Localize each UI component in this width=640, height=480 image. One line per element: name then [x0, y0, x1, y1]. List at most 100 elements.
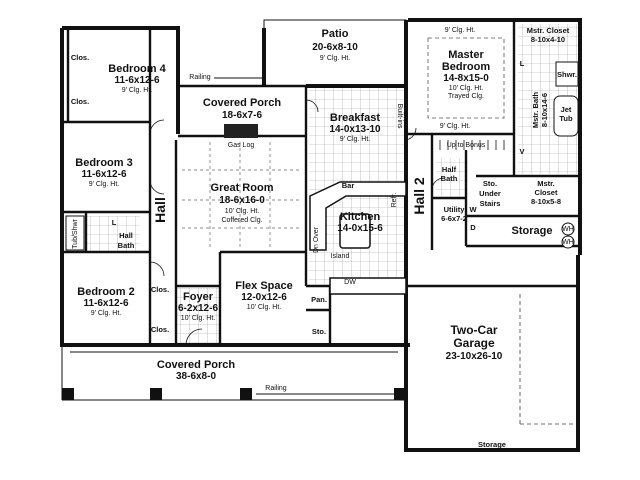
garage-storage-name: Storage: [478, 440, 506, 449]
master-closet-name2: Closet: [535, 188, 558, 197]
dryer-label: D: [470, 223, 476, 232]
coffered-ceiling: [182, 142, 302, 248]
porch-outline: [61, 345, 406, 401]
patio-outline: [263, 19, 407, 87]
island-label: Island: [331, 253, 350, 260]
wh-label-1: WH: [562, 226, 574, 233]
utility-dim: 6-6x7-2: [441, 214, 467, 223]
great-room-dim: 18-6x16-0: [219, 195, 265, 206]
master-note: 10' Clg. Ht.: [449, 85, 483, 92]
bedroom2-name: Bedroom 2: [77, 286, 134, 298]
sto-label: Sto.: [312, 327, 326, 336]
front-porch: [62, 388, 406, 400]
flex-dim: 12-0x12-6: [241, 292, 287, 303]
interior-walls: [62, 20, 580, 345]
utility-name: Utility: [444, 205, 466, 214]
foyer-note: 10' Clg. Ht.: [181, 315, 215, 322]
refr-label: Refr.: [391, 193, 398, 208]
bedroom2-note: 9' Clg. Ht.: [91, 310, 122, 317]
dw-label: DW: [344, 279, 356, 286]
storage-right-name: Storage: [512, 225, 553, 237]
bar-label: Bar: [342, 181, 355, 190]
kitchen-name: Kitchen: [340, 211, 381, 223]
patio-name: Patio: [322, 28, 349, 40]
gas-log-label: Gas Log: [228, 142, 255, 149]
master-note2: Trayed Clg.: [448, 93, 484, 100]
garage-name: Two-Car: [450, 323, 497, 337]
up-to-bonus-label: Up to Bonus: [447, 142, 486, 149]
lav-label-1: L: [520, 59, 525, 68]
sto-under-stairs-2: Under: [479, 189, 501, 198]
breakfast-name: Breakfast: [330, 112, 380, 124]
clos-label-4: Clos.: [151, 325, 169, 334]
half-bath-name2: Bath: [441, 174, 458, 183]
fireplace: [224, 124, 258, 138]
great-room-name: Great Room: [211, 182, 274, 194]
wh-label-2: WH: [562, 239, 574, 246]
rear-porch-name: Covered Porch: [203, 97, 282, 109]
bedroom3-name: Bedroom 3: [75, 157, 132, 169]
door-swings: [149, 99, 445, 346]
bedroom4-name: Bedroom 4: [108, 63, 166, 75]
master-name: Master: [448, 49, 484, 61]
railing-rear-label: Railing: [189, 74, 211, 81]
master-bottom-clg: 9' Clg. Ht.: [440, 123, 471, 130]
patio-note: 9' Clg. Ht.: [320, 55, 351, 62]
clos-label-3: Clos.: [151, 285, 169, 294]
front-porch-name: Covered Porch: [157, 359, 236, 371]
hall-bath-tile: [86, 216, 140, 252]
jet-tub-label2: Tub: [559, 114, 573, 123]
master-closet-dim: 8-10x5-8: [531, 197, 561, 206]
shower-label: Shwr.: [557, 70, 577, 79]
master-dim: 14-8x15-0: [443, 73, 489, 84]
garage-dim: 23-10x26-10: [446, 351, 503, 362]
bedroom4-note: 9' Clg. Ht.: [122, 87, 153, 94]
breakfast-dim: 14-0x13-10: [329, 124, 381, 135]
master-top-clg: 9' Clg. Ht.: [445, 27, 476, 34]
rear-porch-dim: 18-6x7-6: [222, 110, 262, 121]
hall-tub: [65, 215, 85, 251]
water-heater-2: [561, 235, 575, 249]
railing-front-label: Railing: [265, 385, 287, 392]
bedroom3-dim: 11-6x12-6: [81, 169, 126, 180]
garage-dashes: [519, 294, 575, 425]
bedroom2-dim: 11-6x12-6: [83, 298, 128, 309]
kitchen-dim: 14-0x15-6: [337, 223, 383, 234]
flex-note: 10' Clg. Ht.: [247, 304, 281, 311]
builtins-label: Built-ins: [396, 104, 403, 129]
washer-label: W: [469, 205, 477, 214]
breakfast-note: 9' Clg. Ht.: [340, 136, 371, 143]
flex-name: Flex Space: [235, 280, 292, 292]
master-bath-dim: 8-10x14-6: [540, 93, 549, 127]
bedroom4-dim: 11-6x12-6: [114, 75, 159, 86]
jet-tub-label: Jet: [561, 105, 572, 114]
clos-label-1: Clos.: [71, 53, 89, 62]
foyer-dim: 6-2x12-6: [178, 303, 218, 314]
master-closet-top-name: Mstr. Closet: [527, 26, 570, 35]
sto-under-stairs-1: Sto.: [483, 179, 497, 188]
hall-bath-name: Hall: [119, 231, 133, 240]
hall-left-label: Hall: [152, 197, 168, 223]
sto-under-stairs-3: Stairs: [480, 199, 501, 208]
breakfast-tile: [309, 88, 407, 176]
jet-tub: [553, 95, 579, 137]
foyer-tile: [176, 288, 220, 346]
half-bath-name: Half: [442, 165, 457, 174]
master-closet-top-dim: 8-10x4-10: [531, 35, 565, 44]
master-tray: [427, 37, 505, 119]
great-room-note: 10' Clg. Ht.: [225, 208, 259, 215]
master-closet-name: Mstr.: [537, 179, 555, 188]
master-bath-name: Mstr. Bath: [531, 91, 540, 128]
bedroom3-note: 9' Clg. Ht.: [89, 181, 120, 188]
tub-shwr-label: Tub/Shwr: [72, 218, 79, 248]
clos-label-2: Clos.: [71, 97, 89, 106]
dn-over-label: Dn Over: [313, 226, 320, 253]
front-porch-dim: 38-6x8-0: [176, 371, 216, 382]
master-name2: Bedroom: [442, 61, 491, 73]
water-heater-1: [561, 222, 575, 236]
foyer-name: Foyer: [183, 291, 214, 303]
garage-name2: Garage: [453, 336, 495, 350]
kitchen-counter: [309, 181, 407, 295]
hall-bath-name2: Bath: [118, 241, 135, 250]
